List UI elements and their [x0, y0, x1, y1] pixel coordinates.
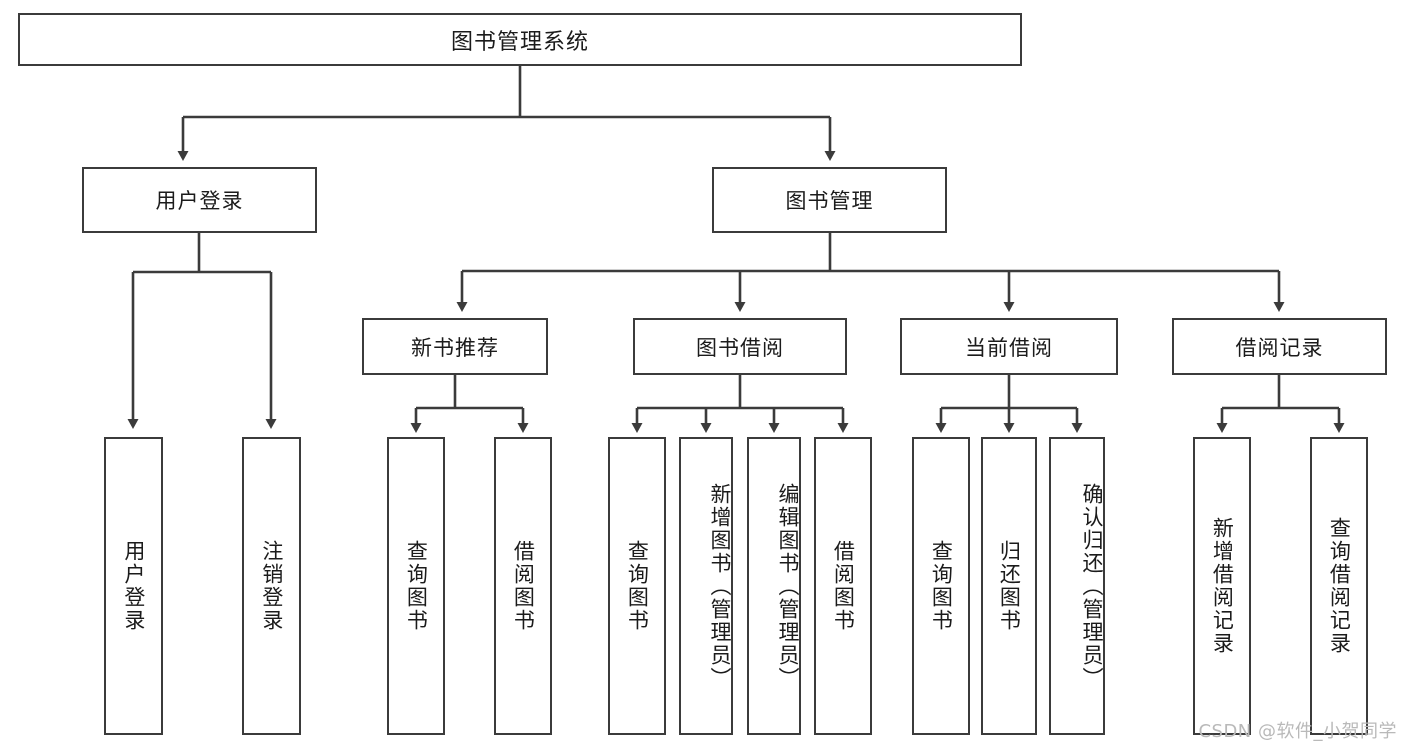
- node-leaf-add-record[interactable]: 新增借阅记录: [1193, 437, 1251, 735]
- node-leaf-user-login[interactable]: 用户登录: [104, 437, 163, 735]
- node-leaf-query-book-1[interactable]: 查询图书: [387, 437, 445, 735]
- node-book-borrow[interactable]: 图书借阅: [633, 318, 847, 375]
- node-leaf-query-book-3[interactable]: 查询图书: [912, 437, 970, 735]
- node-current-borrow[interactable]: 当前借阅: [900, 318, 1118, 375]
- node-leaf-query-record[interactable]: 查询借阅记录: [1310, 437, 1368, 735]
- watermark-text: CSDN @软件_小贺同学: [1198, 721, 1397, 742]
- node-leaf-confirm-return[interactable]: 确认归还（管理员）: [1049, 437, 1105, 735]
- node-new-book-recommend[interactable]: 新书推荐: [362, 318, 548, 375]
- node-leaf-edit-book[interactable]: 编辑图书（管理员）: [747, 437, 801, 735]
- node-leaf-return-book[interactable]: 归还图书: [981, 437, 1037, 735]
- node-user-login[interactable]: 用户登录: [82, 167, 317, 233]
- node-root[interactable]: 图书管理系统: [18, 13, 1022, 66]
- node-leaf-add-book[interactable]: 新增图书（管理员）: [679, 437, 733, 735]
- node-leaf-logout-login[interactable]: 注销登录: [242, 437, 301, 735]
- node-book-management[interactable]: 图书管理: [712, 167, 947, 233]
- node-leaf-query-book-2[interactable]: 查询图书: [608, 437, 666, 735]
- node-leaf-borrow-book-1[interactable]: 借阅图书: [494, 437, 552, 735]
- node-borrow-record[interactable]: 借阅记录: [1172, 318, 1387, 375]
- node-leaf-borrow-book-2[interactable]: 借阅图书: [814, 437, 872, 735]
